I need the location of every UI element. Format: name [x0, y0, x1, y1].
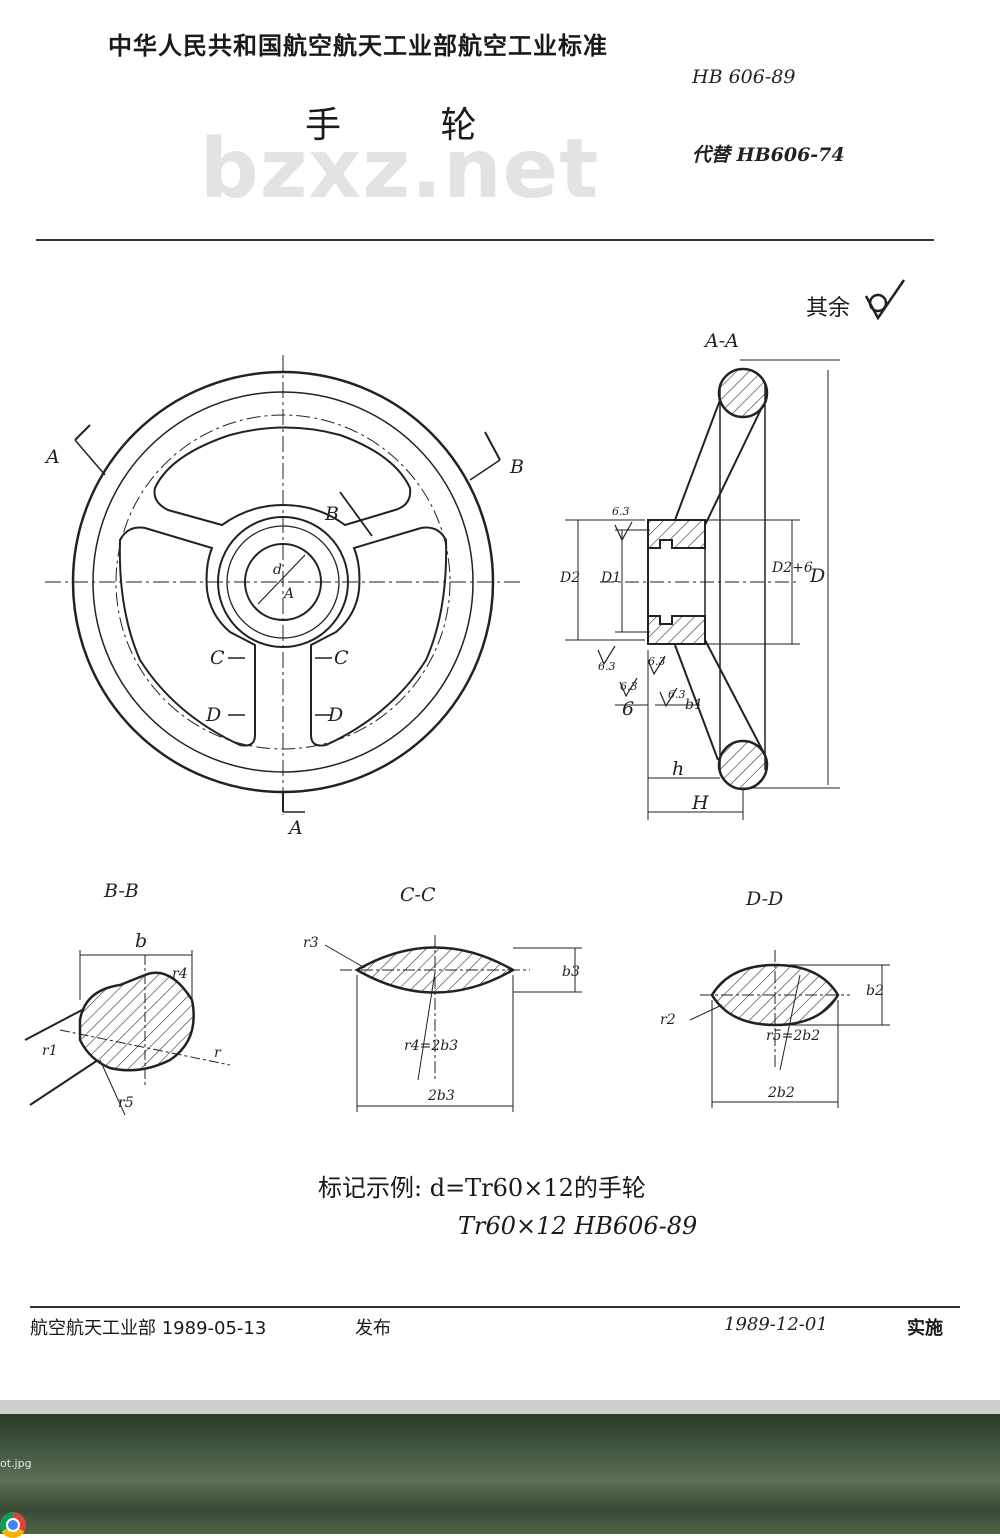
section-aa [565, 359, 840, 820]
footer-effective-date: 1989-12-01 [724, 1314, 828, 1335]
document-title: 手 轮 [305, 105, 521, 146]
section-label-c-right: C [334, 647, 349, 669]
dim-b3: b3 [562, 964, 580, 980]
standard-number: HB 606-89 [692, 66, 796, 88]
marking-example-code: Tr60×12 HB606-89 [458, 1212, 698, 1240]
section-label-b-right: B [510, 456, 524, 478]
section-cc [324, 935, 582, 1112]
document-page: 中华人民共和国航空航天工业部航空工业标准 HB 606-89 bzxz.net … [24, 32, 960, 1339]
header-divider [36, 239, 934, 241]
dim-6: 6 [622, 698, 635, 720]
dim-d1: D1 [601, 570, 622, 586]
section-label-c-left: C [210, 647, 225, 669]
section-label-d-right: D [328, 704, 344, 726]
dim-b: b [135, 930, 148, 952]
bore-label-d: d [273, 562, 282, 578]
section-bb-title: B-B [104, 880, 139, 902]
roughness-value-3: 6.3 [648, 655, 666, 668]
dim-r: r [214, 1045, 221, 1061]
browser-icon[interactable] [0, 1512, 26, 1538]
roughness-value-4: 6.3 [620, 680, 638, 693]
dim-h-small: h [672, 758, 685, 780]
taskbar-file-label[interactable]: ot.jpg [0, 1457, 32, 1470]
dim-b2: b2 [866, 983, 884, 999]
front-view [45, 355, 520, 815]
desktop-background-strip [0, 1400, 1000, 1534]
dim-r1: r1 [42, 1043, 58, 1059]
section-label-b-inner: B [325, 503, 339, 525]
dim-r2: r2 [660, 1012, 676, 1028]
roughness-value-1: 6.3 [612, 505, 630, 518]
section-aa-title: A-A [705, 330, 739, 352]
section-bb [24, 950, 231, 1116]
dim-d2: D2 [560, 570, 581, 586]
section-dd-title: D-D [746, 888, 784, 910]
roughness-symbol-icon [864, 279, 906, 321]
dim-h-large: H [692, 792, 709, 814]
footer-issue-label: 发布 [355, 1318, 391, 1339]
dim-d2-plus-6: D2+6 [772, 560, 813, 576]
technical-drawing [24, 279, 906, 1116]
surface-roughness-note: 其余 [806, 296, 851, 321]
footer-issuer: 航空航天工业部 1989-05-13 [30, 1318, 267, 1339]
dim-b1: b1 [685, 697, 703, 713]
section-cc-title: C-C [400, 884, 436, 906]
dim-2b2: 2b2 [768, 1085, 795, 1101]
section-dd [689, 950, 890, 1108]
section-label-a-left: A [46, 446, 60, 468]
dim-d: D [810, 565, 826, 587]
replaces-note: 代替 HB606-74 [692, 144, 845, 166]
section-label-a-bottom: A [289, 817, 303, 839]
hub-label-a: A [284, 586, 295, 602]
roughness-value-2: 6.3 [598, 660, 616, 673]
watermark: bzxz.net [200, 122, 600, 217]
dim-2b3: 2b3 [428, 1088, 455, 1104]
dim-r4-bb: r4 [172, 966, 188, 982]
dim-r5-bb: r5 [118, 1095, 134, 1111]
standard-body-heading: 中华人民共和国航空航天工业部航空工业标准 [108, 32, 608, 60]
footer-effective-label: 实施 [907, 1318, 943, 1339]
roughness-value-5: 6.3 [668, 688, 686, 701]
dim-r4-eq-2b3: r4=2b3 [404, 1038, 459, 1054]
dim-r3: r3 [303, 935, 319, 951]
footer-divider [30, 1306, 960, 1308]
marking-example-title: 标记示例: d=Tr60×12的手轮 [318, 1174, 646, 1202]
section-label-d-left: D [206, 704, 222, 726]
dim-r5-eq-2b2: r5=2b2 [766, 1028, 821, 1044]
